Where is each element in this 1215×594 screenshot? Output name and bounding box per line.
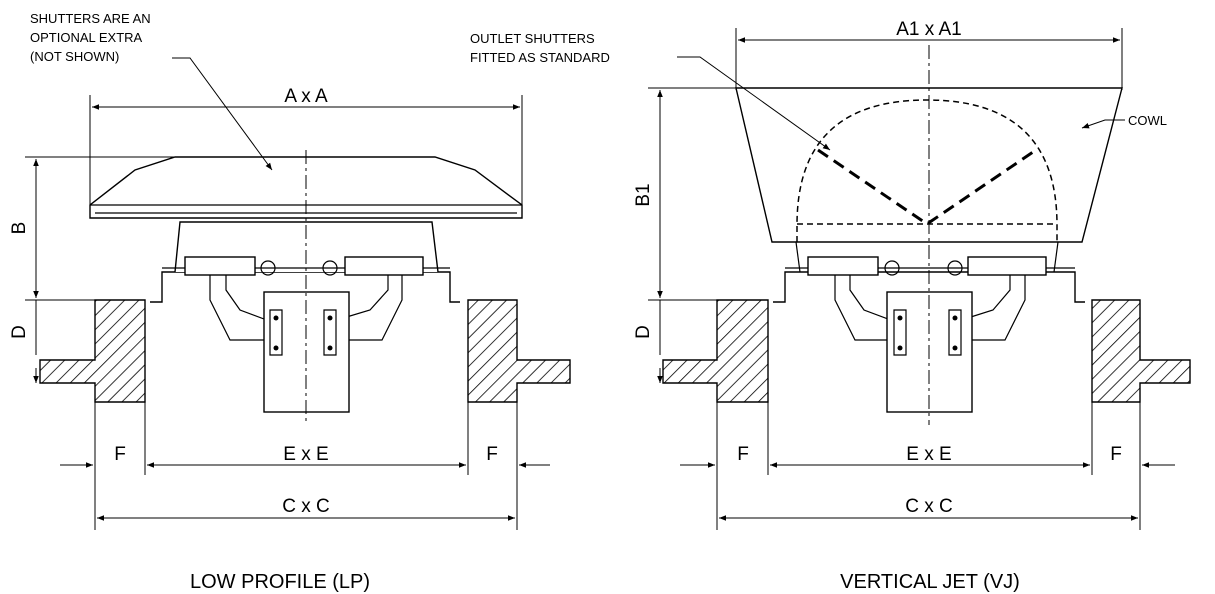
lp-dim-f-right-label: F — [486, 444, 498, 465]
vj-dim-f-right-label: F — [1110, 444, 1122, 465]
vj-dim-b1 — [648, 87, 736, 301]
lp-dim-axa-label: A x A — [284, 86, 328, 107]
vj-dim-cxc-label: C x C — [905, 496, 953, 517]
lp-note-leader — [172, 57, 273, 171]
vj-note-leader — [677, 56, 831, 151]
lp-dim-b — [25, 156, 175, 301]
lp-fan-body — [89, 156, 523, 413]
vj-dim-a1 — [735, 28, 1123, 90]
vj-dim-b1-label: B1 — [633, 183, 654, 206]
lp-roof-curb — [39, 299, 571, 403]
vj-dim-a1-label: A1 x A1 — [896, 19, 962, 40]
lp-dim-exe-label: E x E — [283, 444, 328, 465]
lp-dim-bottom — [60, 402, 550, 530]
lp-dim-f-left-label: F — [114, 444, 126, 465]
lp-caption: LOW PROFILE (LP) — [190, 571, 370, 593]
lp-dim-cxc-label: C x C — [282, 496, 330, 517]
lp-dim-a — [89, 95, 523, 215]
vj-dim-d-label: D — [633, 325, 654, 339]
vj-dim-bottom — [680, 402, 1175, 530]
lp-dim-b-label: B — [9, 222, 30, 235]
vj-cowl-label: COWL — [1128, 113, 1167, 128]
vj-roof-curb — [662, 299, 1191, 403]
vj-dim-f-left-label: F — [737, 444, 749, 465]
vj-note: OUTLET SHUTTERS FITTED AS STANDARD — [470, 31, 610, 65]
vj-cowl-leader — [1081, 119, 1125, 129]
lp-note: SHUTTERS ARE AN OPTIONAL EXTRA (NOT SHOW… — [30, 11, 154, 64]
vertical-jet-view: A1 x A1 B1 D F E x E F C x C — [470, 19, 1191, 593]
vj-dim-exe-label: E x E — [906, 444, 951, 465]
vj-caption: VERTICAL JET (VJ) — [840, 571, 1020, 593]
lp-dim-d-label: D — [9, 325, 30, 339]
low-profile-view: A x A B D F E x E F C x C — [9, 11, 571, 593]
